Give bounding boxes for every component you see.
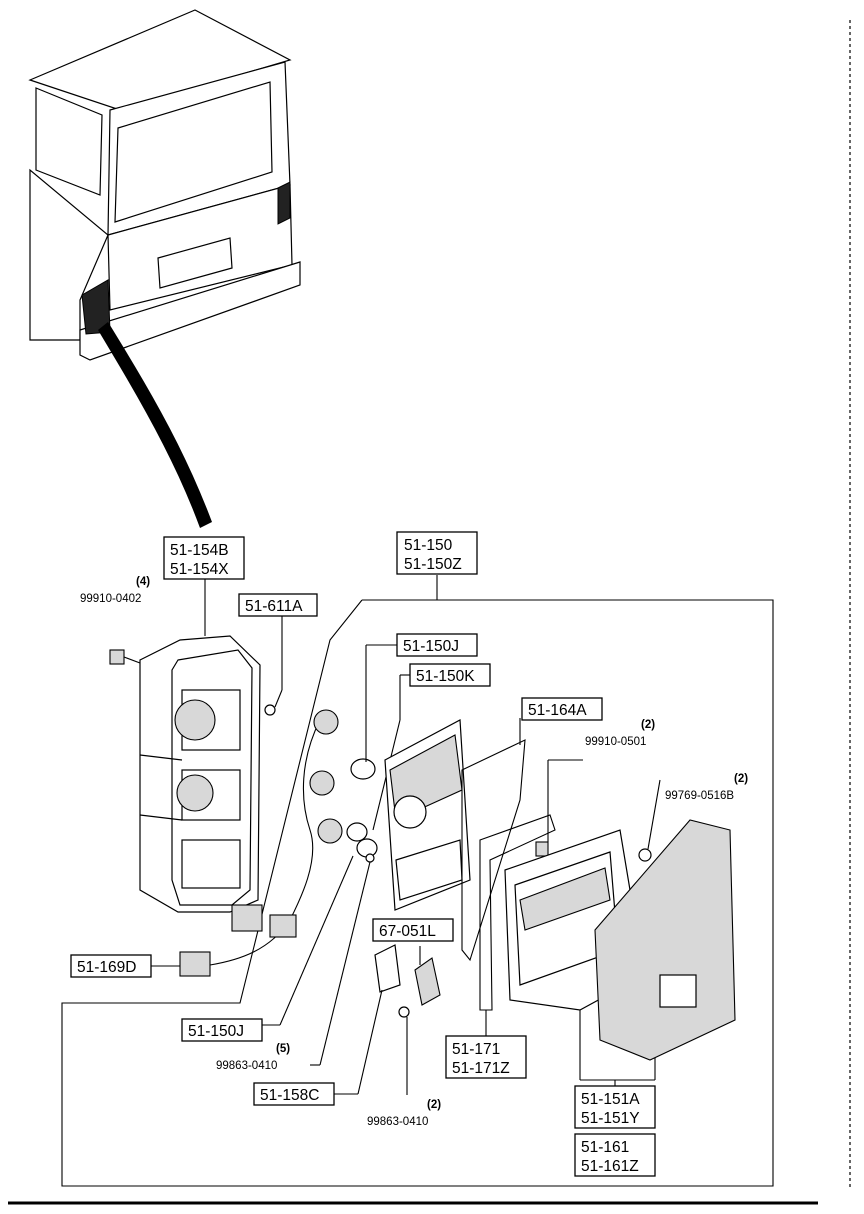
callout-box-161 xyxy=(574,1133,656,1177)
callout-box-164a xyxy=(521,697,603,721)
screw-611a-illustration xyxy=(264,614,283,716)
callout-67051l: 67-051L xyxy=(379,923,436,940)
callout-box-lamp-body xyxy=(163,536,245,580)
callout-150k: 51-150K xyxy=(416,668,475,685)
callout-171-line1: 51-171 xyxy=(452,1041,500,1058)
callout-box-67051l xyxy=(372,918,454,942)
callout-box-171 xyxy=(445,1035,527,1079)
qty-0516b: (2) xyxy=(734,773,748,785)
qty-0501: (2) xyxy=(641,719,655,731)
assembly-frame xyxy=(61,599,774,1187)
callout-151a-line2: 51-151Y xyxy=(581,1110,640,1127)
partno-0501: 99910-0501 xyxy=(585,736,646,748)
lamp-body-illustration xyxy=(139,635,261,913)
callout-161-line1: 51-161 xyxy=(581,1139,629,1156)
callout-611a: 51-611A xyxy=(245,598,303,615)
callout-box-assembly xyxy=(396,531,478,575)
callout-lamp-body-line1: 51-154B xyxy=(170,542,229,559)
callout-169d: 51-169D xyxy=(77,959,136,976)
callout-box-150k xyxy=(409,663,491,687)
screw-0516b-illustration xyxy=(638,779,661,862)
callout-assembly-line2: 51-150Z xyxy=(404,556,462,573)
partno-0410-left: 99863-0410 xyxy=(216,1060,277,1072)
gasket-164a-illustration xyxy=(461,718,526,962)
screw-0410-illustration xyxy=(262,853,375,1066)
callout-150j-bottom: 51-150J xyxy=(188,1023,244,1040)
housing-illustration xyxy=(384,719,471,911)
qty-0410-bottom: (2) xyxy=(427,1099,441,1111)
partno-0516b: 99769-0516B xyxy=(665,790,734,802)
clip-0402-illustration xyxy=(109,649,141,665)
callout-150j-top: 51-150J xyxy=(403,638,459,655)
callout-158c: 51-158C xyxy=(260,1087,319,1104)
clip-0501-illustration xyxy=(535,759,583,857)
socket-harness-illustration xyxy=(179,709,343,977)
callout-161-line2: 51-161Z xyxy=(581,1158,639,1175)
callout-box-150j-bottom xyxy=(181,1018,263,1042)
bracket-158c-illustration xyxy=(333,944,441,1095)
callout-171-line2: 51-171Z xyxy=(452,1060,510,1077)
partno-0410-bottom: 99863-0410 xyxy=(367,1116,428,1128)
callout-lamp-body-line2: 51-154X xyxy=(170,561,229,578)
vehicle-rear-illustration xyxy=(28,9,301,361)
qty-0410-left: (5) xyxy=(276,1043,290,1055)
callout-box-151a xyxy=(574,1085,656,1129)
qty-0402: (4) xyxy=(136,576,150,588)
callout-assembly-line1: 51-150 xyxy=(404,537,453,554)
pointer-arrow xyxy=(98,322,212,528)
callout-box-150j-top xyxy=(396,633,478,657)
callout-box-169d xyxy=(70,954,152,978)
gasket-171-illustration xyxy=(479,814,556,1036)
callout-box-158c xyxy=(253,1082,335,1106)
callout-151a-line1: 51-151A xyxy=(581,1091,640,1108)
partno-0402: 99910-0402 xyxy=(80,593,141,605)
callout-box-611a xyxy=(238,593,318,617)
callout-164a: 51-164A xyxy=(528,702,587,719)
outer-lens-illustration xyxy=(579,819,736,1086)
